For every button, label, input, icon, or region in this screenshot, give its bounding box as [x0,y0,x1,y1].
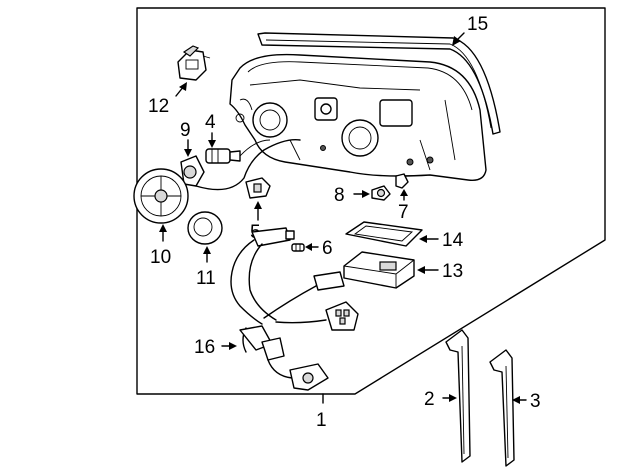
callout-3: 3 [530,391,541,412]
assembly-frame [136,7,606,395]
bracket-left-part [445,329,471,463]
trim-molding-part [257,32,501,135]
callout-16: 16 [194,337,215,358]
wedge-bulb-part [395,173,409,189]
callout-1: 1 [316,410,327,431]
bulb-part [205,148,241,164]
callout-9: 9 [180,120,191,141]
wiring-harness-part [230,227,359,391]
connector-clip-part [177,45,211,81]
callout-2: 2 [424,389,435,410]
bulb-wire [195,139,301,191]
callout-14: 14 [442,230,464,251]
headlamp-housing [229,53,487,181]
callout-12: 12 [148,96,169,117]
small-bulb-part [371,185,391,201]
callout-6: 6 [322,238,333,259]
dust-cover-part [133,168,189,224]
callout-15: 15 [467,14,488,35]
callout-4: 4 [205,112,216,133]
marker-bulb-part [291,243,305,252]
callout-8: 8 [334,185,345,206]
control-module-part [343,251,415,289]
gasket-part [345,221,423,247]
socket-part [245,177,271,199]
callout-11: 11 [196,268,216,289]
bracket-right-part [489,349,515,467]
cap-part [187,211,223,245]
callout-10: 10 [150,247,171,268]
callout-7: 7 [398,202,409,223]
callout-13: 13 [442,261,463,282]
